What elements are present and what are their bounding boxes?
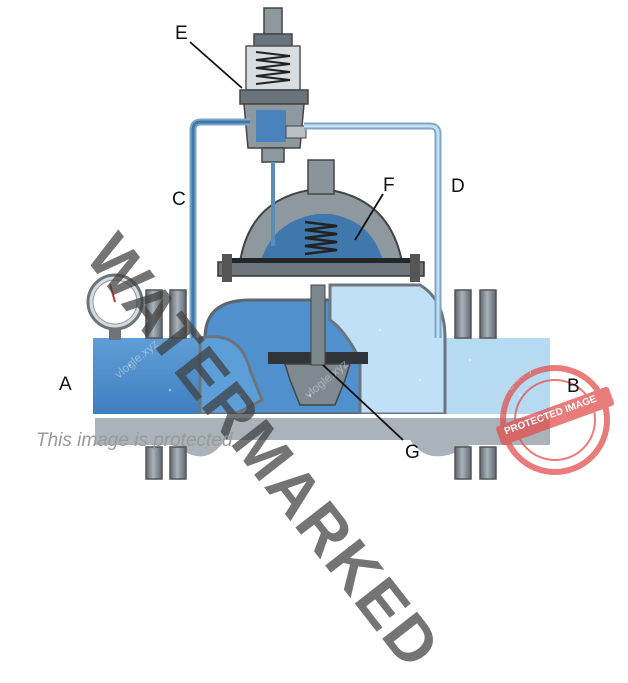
label-b: B [567, 376, 580, 397]
protected-notice: This image is protected [36, 430, 233, 451]
flange-bolts [222, 254, 420, 282]
bonnet-cap [307, 159, 335, 195]
main-spring [304, 220, 338, 256]
label-e: E [175, 23, 188, 44]
label-d: D [451, 176, 465, 197]
diaphragm [228, 258, 414, 263]
protected-stamp [496, 365, 614, 475]
inlet-flange [145, 289, 187, 480]
valve-cross-section [0, 7, 628, 480]
diaphragm-flange [217, 261, 425, 277]
label-g: G [405, 442, 420, 463]
overlay-band [0, 414, 628, 418]
label-c: C [172, 189, 186, 210]
label-a: A [59, 374, 72, 395]
pilot-pipe-d-core [304, 124, 440, 338]
outlet-flange [454, 289, 497, 480]
valve-stem [310, 284, 326, 366]
pilot-pipe-c-core [191, 120, 250, 338]
bubbles [128, 328, 522, 397]
label-f: F [383, 175, 395, 196]
pressure-gauge [86, 273, 144, 340]
valve-body-lower [95, 414, 550, 457]
inlet-channel [198, 335, 264, 416]
leader-lines [189, 41, 404, 441]
pilot-valve [239, 7, 309, 163]
pressure-reducing-valve-diagram: WATERMARKED vlogle.xyz vlogle.xyz vlogle… [0, 7, 628, 682]
